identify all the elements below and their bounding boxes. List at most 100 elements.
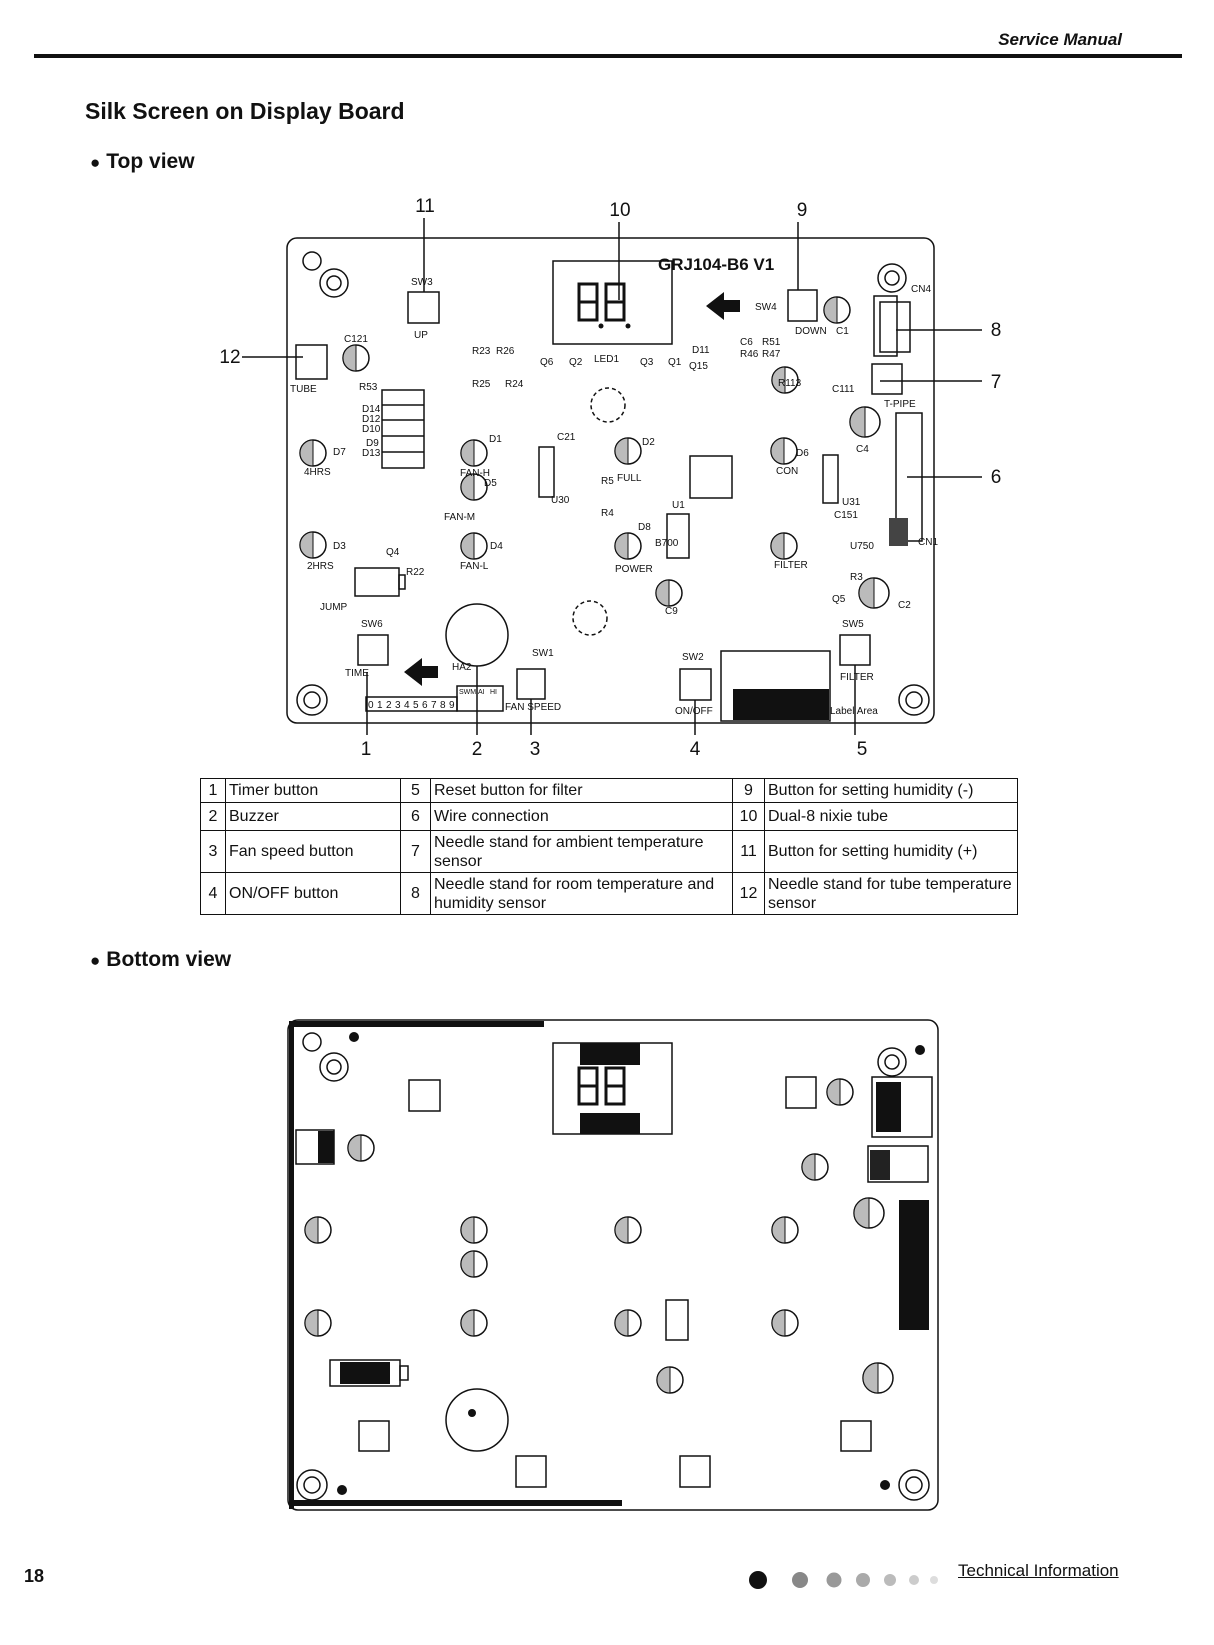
svg-text:CN4: CN4 [911, 284, 931, 295]
top-view-board-diagram: GRJ104-B6 V1 SW3 UP SW4 DOWN C1 CN4 TUBE… [219, 196, 1002, 760]
svg-text:D7: D7 [333, 447, 346, 458]
callout-9: 9 [797, 200, 808, 221]
svg-text:C6: C6 [740, 337, 753, 348]
svg-text:D3: D3 [333, 541, 346, 552]
callout-8: 8 [991, 320, 1002, 341]
svg-text:C151: C151 [834, 510, 858, 521]
buzzer [445, 603, 509, 667]
svg-text:D5: D5 [484, 478, 497, 489]
svg-text:D13: D13 [362, 448, 381, 459]
svg-text:R22: R22 [406, 567, 425, 578]
svg-text:T-PIPE: T-PIPE [884, 399, 916, 410]
page-number: 18 [24, 1566, 45, 1586]
svg-text:Q5: Q5 [832, 594, 846, 605]
board-part-label: GRJ104-B6 V1 [658, 255, 774, 274]
legend-row: 2 Buzzer 6 Wire connection 10 Dual-8 nix… [200, 802, 1018, 831]
callout-10: 10 [609, 200, 630, 221]
legend-row: 4 ON/OFF button 8 Needle stand for room … [200, 872, 1018, 915]
svg-text:FILTER: FILTER [774, 560, 808, 571]
page-title: Silk Screen on Display Board [85, 98, 405, 124]
svg-text:2HRS: 2HRS [307, 561, 334, 572]
bottom-view-heading: ●Bottom view [90, 948, 232, 971]
svg-text:D11: D11 [692, 345, 710, 356]
callout-11: 11 [415, 196, 435, 217]
svg-text:2: 2 [386, 700, 392, 711]
svg-text:D10: D10 [362, 424, 381, 435]
svg-text:4: 4 [404, 700, 410, 711]
callout-2: 2 [472, 739, 483, 760]
svg-text:D6: D6 [796, 448, 809, 459]
svg-text:SW3: SW3 [411, 277, 433, 288]
svg-text:C111: C111 [832, 384, 855, 395]
svg-text:FAN-L: FAN-L [460, 561, 489, 572]
svg-text:U1: U1 [672, 500, 685, 511]
svg-text:C2: C2 [898, 600, 911, 611]
technical-information-link[interactable]: Technical Information [958, 1561, 1119, 1580]
svg-text:SW4: SW4 [755, 302, 777, 313]
svg-text:R47: R47 [762, 349, 781, 360]
footer-progress-dots [749, 1571, 938, 1589]
svg-text:5: 5 [413, 700, 419, 711]
svg-text:R23: R23 [472, 346, 491, 357]
svg-text:R53: R53 [359, 382, 378, 393]
svg-text:U30: U30 [551, 495, 570, 506]
top-view-heading-text: Top view [106, 150, 195, 173]
legend-row: 3 Fan speed button 7 Needle stand for am… [200, 830, 1018, 873]
svg-text:C4: C4 [856, 444, 869, 455]
callout-1: 1 [361, 739, 372, 760]
svg-text:FILTER: FILTER [840, 672, 874, 683]
top-view-heading: ●Top view [90, 150, 195, 173]
svg-text:SW2: SW2 [682, 652, 704, 663]
svg-text:LED1: LED1 [594, 354, 619, 365]
svg-text:TUBE: TUBE [290, 384, 317, 395]
svg-text:JUMP: JUMP [320, 602, 348, 613]
svg-text:C121: C121 [344, 334, 368, 345]
svg-text:HA2: HA2 [452, 662, 472, 673]
led-display [552, 260, 673, 345]
svg-text:ON/OFF: ON/OFF [675, 706, 713, 717]
svg-text:R24: R24 [505, 379, 524, 390]
svg-text:D2: D2 [642, 437, 655, 448]
svg-text:8: 8 [440, 700, 446, 711]
sw6-switch [357, 634, 389, 666]
svg-text:Q1: Q1 [668, 357, 682, 368]
svg-text:R26: R26 [496, 346, 515, 357]
svg-text:SWM: SWM [459, 689, 476, 696]
svg-text:SW1: SW1 [532, 648, 554, 659]
svg-text:4HRS: 4HRS [304, 467, 331, 478]
header-rule [34, 54, 1182, 58]
svg-text:HI: HI [490, 689, 497, 696]
bottom-view-board-diagram [287, 1019, 939, 1511]
svg-text:D12: D12 [362, 414, 381, 425]
svg-text:C21: C21 [557, 432, 576, 443]
callout-3: 3 [530, 739, 541, 760]
svg-text:Q3: Q3 [640, 357, 654, 368]
sw1-switch [516, 668, 546, 700]
svg-text:Q15: Q15 [689, 361, 708, 372]
svg-text:TIME: TIME [345, 668, 369, 679]
callout-7: 7 [991, 372, 1002, 393]
svg-text:Q6: Q6 [540, 357, 554, 368]
svg-text:B700: B700 [655, 538, 679, 549]
sw3-switch [407, 291, 440, 324]
svg-text:FAN-H: FAN-H [460, 468, 490, 479]
svg-text:R25: R25 [472, 379, 491, 390]
svg-text:D14: D14 [362, 404, 381, 415]
svg-text:R46: R46 [740, 349, 759, 360]
sw2-switch [679, 668, 712, 701]
svg-text:R113: R113 [778, 378, 802, 389]
header-section-title: Service Manual [998, 30, 1122, 49]
svg-text:UP: UP [414, 330, 428, 341]
svg-text:SW5: SW5 [842, 619, 864, 630]
svg-text:R51: R51 [762, 337, 781, 348]
svg-text:U31: U31 [842, 497, 861, 508]
svg-text:D8: D8 [638, 522, 651, 533]
svg-text:Label Area: Label Area [830, 706, 878, 717]
sw4-switch [787, 289, 818, 322]
legend-table: 1 Timer button 5 Reset button for filter… [200, 778, 1018, 915]
board-outline [286, 237, 935, 724]
sw5-switch [839, 634, 871, 666]
svg-text:FULL: FULL [617, 473, 642, 484]
svg-text:7: 7 [431, 700, 437, 711]
svg-text:CN1: CN1 [918, 537, 938, 548]
